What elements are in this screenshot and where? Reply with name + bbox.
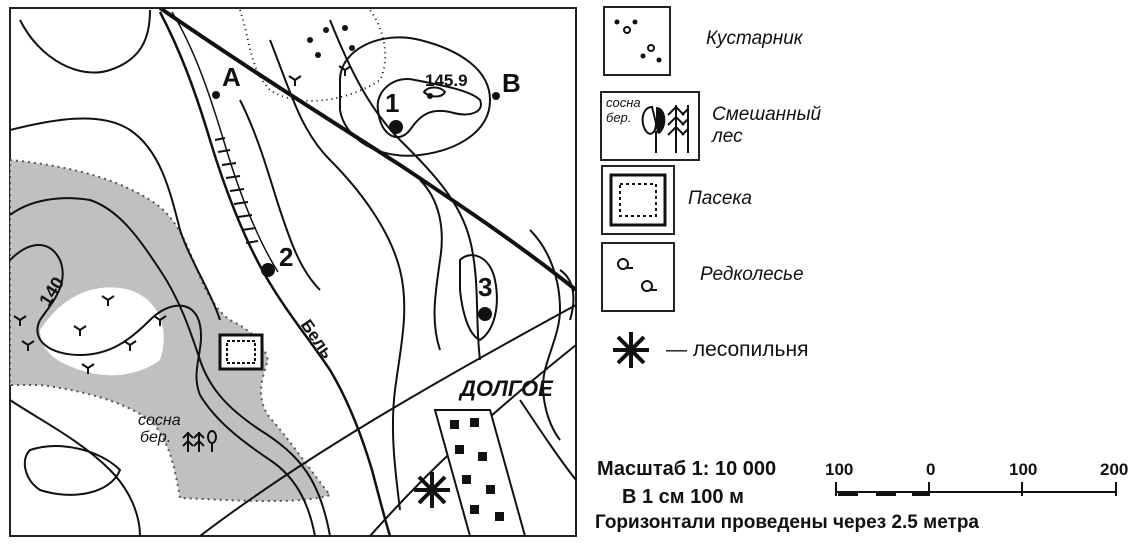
sparse-forest-icon bbox=[617, 258, 657, 292]
mixed-forest-area bbox=[10, 158, 332, 503]
legend-sawmill-label: — лесопильня bbox=[666, 338, 809, 361]
topographic-map: A B 1 2 3 145.9 140 Бель ДОЛГОЕ сосна бе… bbox=[9, 7, 577, 537]
apiary-symbol bbox=[218, 333, 264, 371]
scale-cm: В 1 см 100 м bbox=[622, 486, 744, 508]
marsh-hatching bbox=[214, 137, 259, 244]
river-bel bbox=[158, 11, 392, 536]
forest-clearing bbox=[40, 287, 164, 376]
road-secondary bbox=[199, 304, 576, 536]
legend-sawmill-icon bbox=[613, 332, 649, 368]
scale-tick-100-right: 100 bbox=[1009, 460, 1038, 479]
shrub-symbols bbox=[307, 25, 355, 58]
scale-tick-100-left: 100 bbox=[825, 460, 854, 479]
tree-label-pine: сосна bbox=[138, 412, 181, 429]
apiary-icon bbox=[609, 173, 667, 227]
legend-mixed-forest-line1: Смешанный bbox=[712, 104, 822, 125]
elevation-point bbox=[427, 93, 433, 99]
point-a-marker bbox=[212, 91, 220, 99]
mixed-forest-icon bbox=[641, 105, 689, 153]
point-b-label: B bbox=[502, 68, 521, 98]
legend-mixed-forest-line2: лес bbox=[712, 126, 743, 147]
sawmill-symbol bbox=[414, 472, 450, 508]
legend-shrub-label: Кустарник bbox=[706, 28, 803, 49]
tree-label-birch: бер. bbox=[140, 429, 171, 446]
elevation-label: 145.9 bbox=[425, 71, 468, 90]
legend-mixed-forest-box: сосна бер. bbox=[600, 91, 700, 161]
shrub-symbol-icon bbox=[614, 19, 662, 63]
point-3-marker bbox=[478, 307, 492, 321]
village-dolgoe bbox=[433, 409, 527, 536]
scale-bar bbox=[835, 482, 1117, 496]
mixed-forest-glyph bbox=[182, 430, 217, 452]
legend-sparse-forest-box bbox=[601, 242, 675, 312]
legend-mixed-forest-label: Смешанный лес bbox=[712, 104, 821, 148]
legend-apiary-box bbox=[601, 165, 675, 235]
tree-symbols bbox=[13, 65, 352, 374]
road-main bbox=[158, 8, 576, 292]
point-3-label: 3 bbox=[478, 272, 492, 302]
contour-interval: Горизонтали проведены через 2.5 метра bbox=[595, 512, 979, 533]
point-2-label: 2 bbox=[279, 242, 293, 272]
legend-shrub-box bbox=[603, 6, 671, 76]
point-1-marker bbox=[389, 120, 403, 134]
legend-apiary-label: Пасека bbox=[688, 188, 752, 209]
scale-ratio: Масштаб 1: 10 000 bbox=[597, 458, 777, 480]
point-b-marker bbox=[492, 92, 500, 100]
scale-tick-0: 0 bbox=[926, 460, 936, 479]
village-label: ДОЛГОЕ bbox=[458, 376, 554, 401]
legend-mixed-sample-pine: сосна bbox=[606, 95, 641, 110]
point-2-marker bbox=[261, 263, 275, 277]
point-a-label: A bbox=[222, 62, 241, 92]
contour-lines bbox=[10, 9, 576, 536]
point-1-label: 1 bbox=[385, 88, 399, 118]
legend-sparse-forest-label: Редколесье bbox=[700, 264, 804, 285]
river-bank bbox=[171, 11, 279, 273]
legend-mixed-sample-birch: бер. bbox=[606, 110, 632, 125]
scale-tick-200: 200 bbox=[1100, 460, 1129, 479]
